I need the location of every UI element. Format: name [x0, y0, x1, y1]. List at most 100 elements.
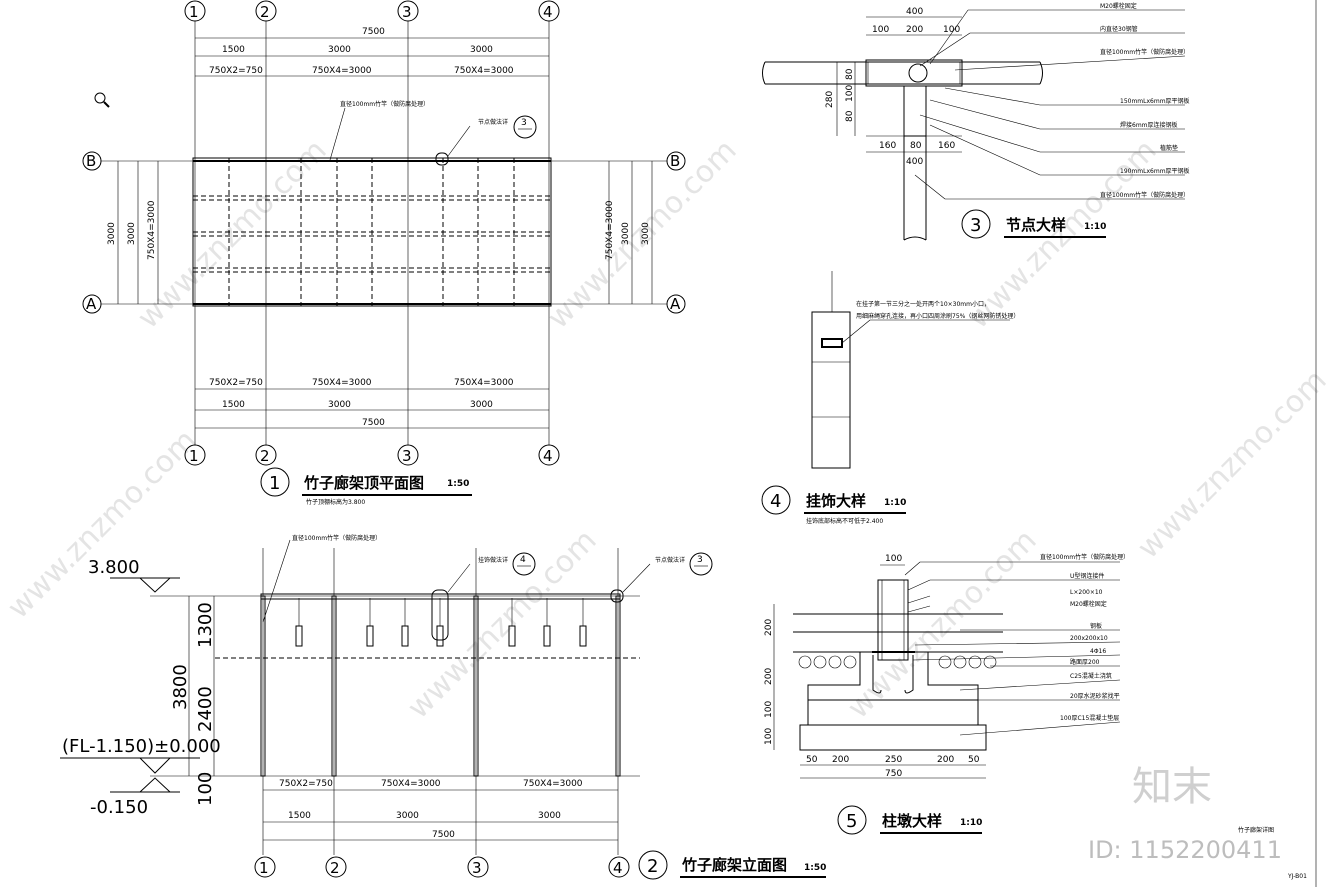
axis-bubbles-top: 1 2 3 4 [184, 0, 560, 22]
axis-label: 4 [543, 447, 553, 465]
dim-mid: 3000 [328, 400, 351, 410]
hang-note-below: 挂饰底部标高不可低于2.400 [806, 517, 883, 525]
hanging-detail: 在挂子第一节三分之一处开两个10×30mm小口， 用细麻绳穿孔连接，再小口四周涂… [761, 271, 1019, 525]
axis-bubbles-bottom: 1 2 3 4 [184, 444, 560, 466]
dim-mid: 1500 [288, 811, 311, 821]
side-dim: 750X4=3000 [147, 200, 157, 260]
bamboo-roof-grid [192, 157, 552, 307]
row-label: A [670, 295, 681, 313]
elevation: 直径100mm竹竿（做防腐处理） 挂饰做法详 4 节点做法详 3 3.800 (… [60, 534, 826, 880]
hangers [295, 589, 587, 647]
pier-detail: 100 直径100mm竹竿（做防腐处理） [764, 553, 1129, 835]
callout-node: 节点做法详 [655, 556, 685, 564]
dim-sub: 750X2=750 [209, 66, 263, 76]
pier-note: 直径100mm竹竿（做防腐处理） [1040, 553, 1129, 561]
title-number: 3 [970, 215, 981, 236]
row-label: A [86, 295, 97, 313]
plan-note: 竹子顶棚标高为3.800 [306, 498, 365, 506]
pier-bot-dim: 50 [968, 755, 980, 765]
pier-title: 柱墩大样 [882, 812, 942, 830]
pier-note: U型钢连接件 [1070, 572, 1104, 580]
node-note: 焊接6mm厚连接钢板 [1120, 121, 1178, 129]
elev-scale: 1:50 [804, 863, 826, 873]
pier-note: M20螺栓固定 [1070, 600, 1107, 608]
axis-label: 3 [402, 3, 412, 21]
row-label: B [86, 152, 96, 170]
axis-label: 1 [189, 447, 199, 465]
node-bot-total: 400 [906, 157, 923, 167]
dim-sub: 750X4=3000 [454, 66, 514, 76]
axis-label: 3 [472, 859, 482, 877]
level: -0.150 [90, 797, 148, 818]
axis-label: 1 [189, 3, 199, 21]
side-dim: 3000 [107, 222, 117, 245]
node-note: 直径100mm竹竿（做防腐处理） [1100, 191, 1189, 199]
pier-bot-dim: 200 [937, 755, 954, 765]
dim-sub: 750X4=3000 [381, 779, 441, 789]
pier-bot-dim: 250 [885, 755, 902, 765]
pier-bot-total: 750 [885, 769, 902, 779]
callout-bamboo: 直径100mm竹竿（做防腐处理） [292, 534, 381, 542]
hang-scale: 1:10 [884, 498, 906, 508]
plan-scale: 1:50 [447, 479, 469, 489]
node-side-dim: 100 [845, 85, 855, 102]
pier-bot-dim: 200 [832, 755, 849, 765]
dim-sub: 750X4=3000 [523, 779, 583, 789]
hang-title: 挂饰大样 [806, 492, 866, 510]
elev-title: 竹子廊架立面图 [681, 856, 787, 874]
node-bot-dim: 80 [910, 141, 922, 151]
dim-total: 7500 [362, 27, 385, 37]
side-dim: 3000 [621, 222, 631, 245]
node-note: 直径100mm竹竿（做防腐处理） [1100, 48, 1189, 56]
callout-ref: 4 [520, 555, 526, 565]
axis-label: 4 [543, 3, 553, 21]
search-icon[interactable] [94, 92, 110, 108]
level: 3.800 [88, 557, 140, 578]
node-bot-dim: 160 [879, 141, 896, 151]
pier-note: 200x200x10 [1070, 635, 1108, 642]
node-top-sub: 100 [872, 25, 889, 35]
node-detail: 400 100 200 100 160 80 160 400 80 100 80… [762, 2, 1190, 241]
hang-note: 用细麻绳穿孔连接，再小口四周涂刷75%（钢丝网防锈处理） [856, 312, 1019, 320]
axis-label: 2 [260, 447, 270, 465]
node-top-sub: 100 [943, 25, 960, 35]
title-number: 2 [647, 856, 658, 877]
sheet-code: YJ-B01 [1287, 873, 1307, 880]
axis-label: 1 [259, 859, 269, 877]
vdim: 2400 [195, 686, 216, 732]
vdim: 1300 [195, 602, 216, 648]
brand-logo: 知末 [1132, 764, 1212, 810]
callout-ref: 3 [697, 555, 703, 565]
hang-note: 在挂子第一节三分之一处开两个10×30mm小口， [856, 300, 990, 308]
pier-bot-dim: 50 [806, 755, 818, 765]
watermark-id: ID: 1152200411 [1088, 836, 1282, 864]
pier-note: L×200×10 [1070, 589, 1103, 596]
pier-note: C25混凝土浇筑 [1070, 672, 1112, 680]
pier-note: 路面厚200 [1070, 658, 1100, 666]
node-top-sub: 200 [906, 25, 923, 35]
axis-label: 2 [260, 3, 270, 21]
pier-scale: 1:10 [960, 818, 982, 828]
watermark-text: www.znzmo.com [131, 133, 334, 336]
pier-vdim: 200 [764, 619, 774, 636]
pier-vdim: 100 [764, 728, 774, 745]
pier-top-dim: 100 [885, 554, 902, 564]
pier-vdim: 200 [764, 668, 774, 685]
plan-title: 竹子廊架顶平面图 [303, 474, 424, 492]
node-note: M20螺栓固定 [1100, 2, 1137, 10]
node-leaders [914, 9, 1186, 200]
dim-sub: 750X4=3000 [312, 378, 372, 388]
title-number: 1 [269, 473, 280, 494]
watermark-text: www.znzmo.com [401, 523, 604, 726]
row-label: B [670, 152, 680, 170]
level: (FL-1.150)±0.000 [62, 736, 221, 757]
node-side-dim: 80 [845, 110, 855, 122]
pier-vdim: 100 [764, 701, 774, 718]
watermark-text: www.znzmo.com [841, 523, 1044, 726]
side-dim: 3000 [127, 222, 137, 245]
dim-mid: 3000 [328, 45, 351, 55]
callout-ref: 3 [521, 118, 527, 128]
dim-sub: 750X4=3000 [454, 378, 514, 388]
watermark-text: www.znzmo.com [961, 133, 1164, 336]
